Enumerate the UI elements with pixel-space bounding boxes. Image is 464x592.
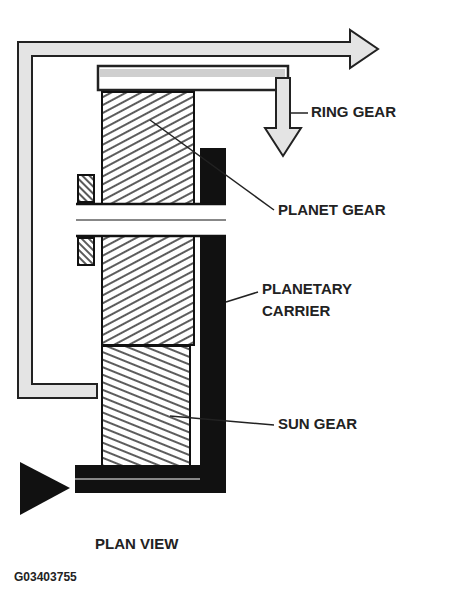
planet-shaft — [76, 204, 226, 236]
view-direction-triangle — [20, 462, 70, 515]
carrier-plate-left — [78, 238, 94, 265]
ring-gear — [98, 66, 288, 90]
leader-line — [291, 112, 308, 114]
part-label: PLANETARY CARRIER — [262, 278, 370, 322]
ring-gear-band — [100, 69, 285, 77]
leader-line — [150, 120, 274, 210]
sun-gear — [102, 346, 190, 466]
planet-shaft-edge — [76, 203, 226, 206]
part-label: PLANET GEAR — [278, 199, 428, 221]
carrier-plate-left — [78, 175, 94, 202]
figure-id: G03403755 — [14, 566, 164, 588]
sun-shaft-center — [75, 479, 200, 480]
part-label: PLAN VIEW — [95, 533, 245, 555]
leader-line — [226, 292, 258, 302]
sun-shaft — [75, 465, 226, 493]
part-label: SUN GEAR — [278, 413, 428, 435]
ring-gear-arrow — [265, 78, 301, 156]
planet-shaft-center — [76, 220, 226, 221]
carrier-plate — [200, 148, 226, 493]
planet-shaft-edge — [76, 235, 226, 238]
part-label: RING GEAR — [311, 101, 451, 123]
leader-line — [170, 416, 274, 425]
